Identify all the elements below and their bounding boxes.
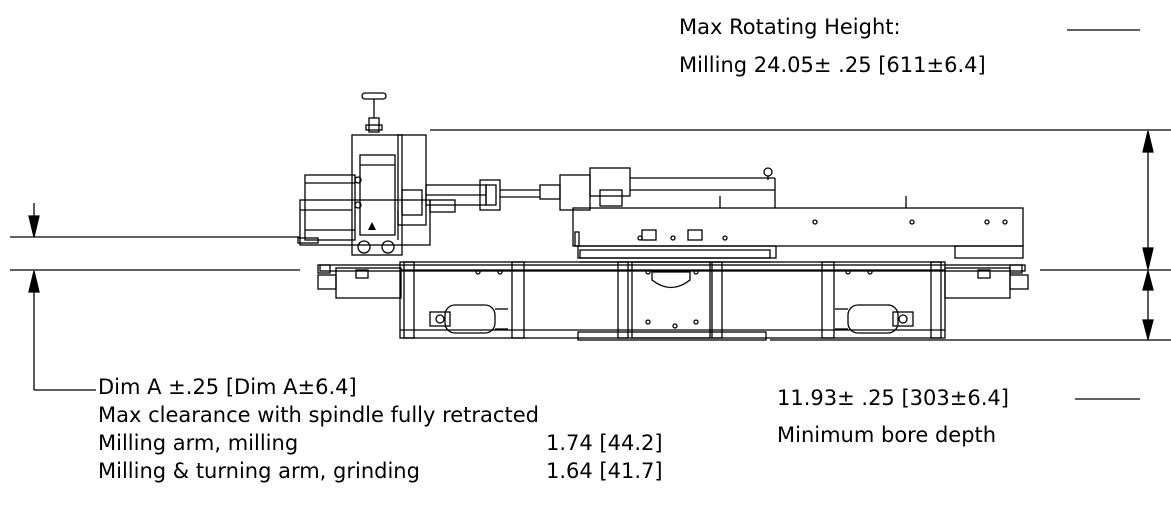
bore-depth-label: Minimum bore depth [777,423,997,447]
grinding-arm-value: 1.64 [41.7] [546,459,663,483]
bore-depth-dimension [770,268,1171,400]
dim-a-dimension [10,203,300,391]
slide-table [572,196,1024,263]
bore-depth-value: 11.93± .25 [303±6.4] [777,386,1009,410]
dim-a-label: Dim A ±.25 [Dim A±6.4] [98,375,357,399]
machine-body [297,92,1029,341]
milling-arm-value: 1.74 [44.2] [546,431,663,455]
spindle-head [297,134,427,256]
max-rotating-height-value: Milling 24.05± .25 [611±6.4] [679,53,986,77]
milling-arm-label: Milling arm, milling [98,431,299,455]
max-rotating-height-dimension [430,29,1171,270]
base-frame [317,261,1029,341]
arm-rail [299,167,776,246]
max-rotating-height-label: Max Rotating Height: [679,15,901,39]
handwheel [361,92,387,133]
grinding-arm-label: Milling & turning arm, grinding [98,459,420,483]
clearance-note: Max clearance with spindle fully retract… [98,403,539,427]
